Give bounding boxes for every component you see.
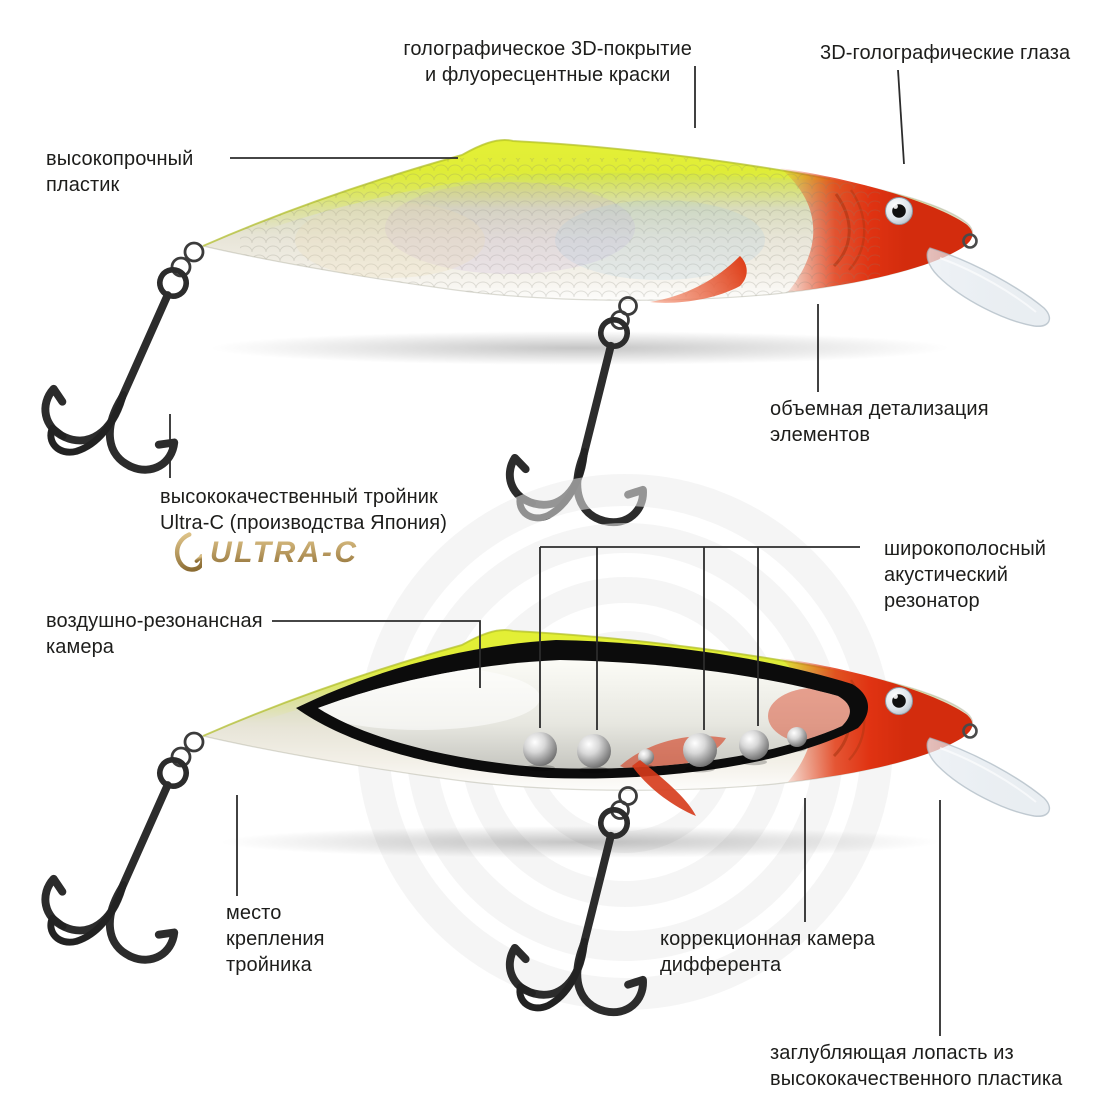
acoustic-resonator-balls [523, 727, 807, 774]
bottom-lure-shadow [220, 826, 940, 858]
ultra-c-logo: ULTRA-C [166, 532, 359, 574]
label-hook-mount: место крепления тройника [226, 902, 325, 976]
label-eyes: 3D-голографические глаза [820, 42, 1071, 64]
label-air-chamber: воздушно-резонансная камера [46, 610, 263, 658]
cutaway-red-fin [632, 760, 696, 816]
treble-hook-front-bottom [30, 733, 240, 981]
label-detail: объемная детализация элементов [770, 398, 989, 446]
treble-hook-front-top [30, 243, 240, 491]
top-lure-shadow [210, 331, 950, 365]
holographic-texture [240, 158, 880, 301]
label-diving-lip: заглубляющая лопасть из высококачественн… [770, 1042, 1063, 1090]
ultra-c-logo-text: ULTRA-C [210, 536, 359, 569]
pectoral-fin [650, 256, 747, 303]
label-coating: голографическое 3D-покрытие и флуоресцен… [403, 38, 692, 86]
label-plastic: высокопрочный пластик [46, 148, 194, 196]
fishhook-icon [174, 532, 202, 572]
label-trim-chamber: коррекционная камера дифферента [660, 928, 875, 976]
label-resonator: широкополосный акустический резонатор [884, 538, 1047, 612]
leader-eyes [897, 69, 905, 165]
label-hook-quality: высококачественный тройник Ultra-C (прои… [160, 486, 447, 534]
leader-lines [169, 66, 941, 1036]
lure-external-view [172, 140, 1049, 328]
leader-air-chamber [272, 620, 481, 688]
lure-cutaway-view [172, 630, 1049, 818]
